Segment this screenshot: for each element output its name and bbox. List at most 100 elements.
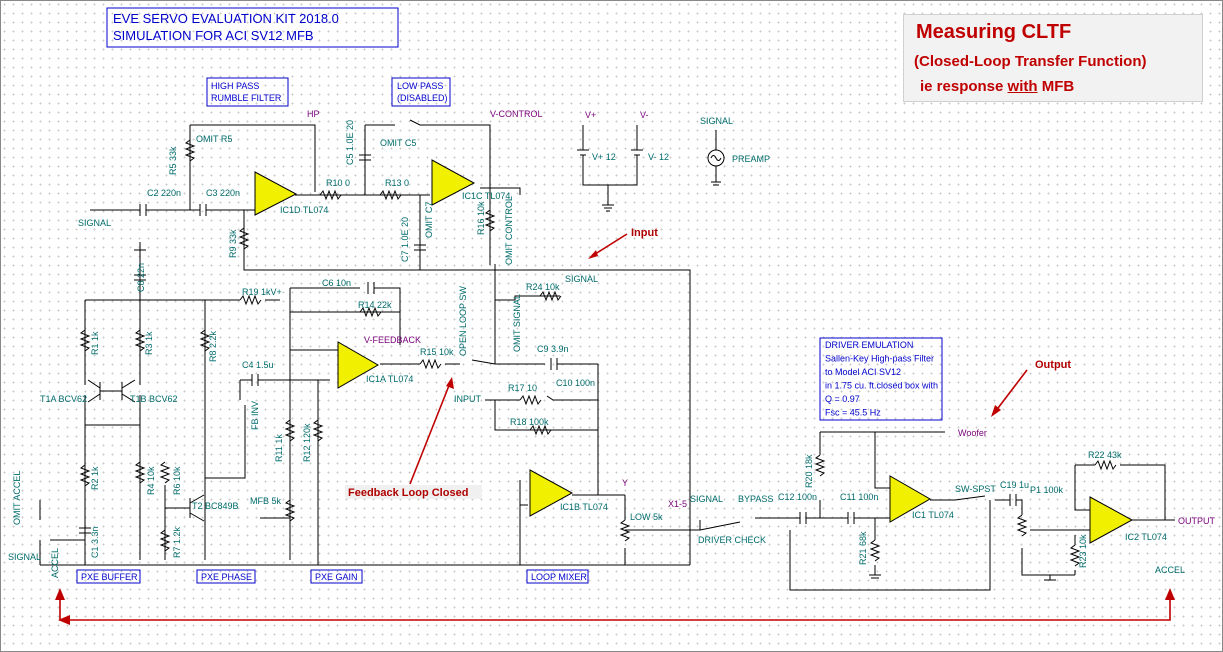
label-t2: T2 BC849B [192, 501, 239, 511]
signal-source [707, 130, 725, 186]
label-r12: R12 120k [302, 423, 312, 462]
label-r9: R9 33k [228, 229, 238, 258]
driver-emulation-line: Q = 0.97 [825, 394, 860, 404]
resistor-r24 [539, 290, 562, 302]
label-r23: R23 10k [1078, 534, 1088, 568]
resistor-r17 [519, 394, 542, 406]
resistor-r19 [239, 294, 262, 306]
label-r2: R2 1k [90, 466, 100, 490]
driver-emulation-line: to Model ACI SV12 [825, 367, 901, 377]
label-r20: R20 18k [804, 454, 814, 488]
label-hp: HP [307, 109, 320, 119]
label-vminus12: V- 12 [648, 152, 669, 162]
potentiometer-p1 [1016, 514, 1028, 537]
output-arrowhead [991, 405, 1001, 417]
cltf-subtitle: (Closed-Loop Transfer Function) [914, 53, 1147, 70]
label-r1: R1 1k [90, 331, 100, 355]
potentiometer-mfb [284, 499, 296, 522]
label-mfb: MFB 5k [250, 496, 282, 506]
resistor-r9 [238, 227, 250, 250]
label-c5: C5 1.0E 20 [345, 120, 355, 165]
driver-emulation-line: DRIVER EMULATION [825, 340, 913, 350]
feedback-arrowhead [446, 377, 454, 389]
pxe-phase-label: PXE PHASE [201, 572, 252, 582]
opamp-ic2 [1089, 496, 1134, 544]
annotation-feedback: Feedback Loop Closed [348, 487, 468, 499]
opamp-ic1c [431, 159, 476, 206]
lp-block-line2: (DISABLED) [397, 93, 448, 103]
label-low: LOW 5k [630, 512, 663, 522]
label-v-feedback: V-FEEDBACK [364, 335, 421, 345]
label-woofer: Woofer [958, 428, 987, 438]
feedback-label-bg [345, 485, 482, 499]
pxe-buffer-label: PXE BUFFER [81, 572, 138, 582]
capacitor-c1 [79, 527, 91, 534]
label-c11: C11 100n [840, 492, 878, 502]
label-omit-signal: OMIT SIGNAL [512, 294, 522, 352]
label-omit-accel: OMIT ACCEL [12, 471, 22, 525]
label-preamp: PREAMP [732, 154, 770, 164]
hp-block-line2: RUMBLE FILTER [211, 93, 282, 103]
label-c2: C2 220n [147, 188, 181, 198]
driver-emulation-line: in 1.75 cu. ft.closed box with [825, 381, 938, 391]
label-ic1a: IC1A TL074 [366, 374, 413, 384]
label-c6: C6 10n [322, 278, 351, 288]
header-line2: SIMULATION FOR ACI SV12 MFB [113, 28, 314, 43]
label-ic1c: IC1C TL074 [462, 191, 510, 201]
label-r10: R10 0 [326, 178, 350, 188]
resistor-r3 [134, 329, 146, 352]
cltf-ie-with: with [1007, 78, 1038, 95]
hp-block-line1: HIGH PASS [211, 81, 259, 91]
label-c3: C3 220n [206, 188, 240, 198]
label-r16: R16 10k [476, 201, 486, 235]
loop-arrowhead-bottom [58, 615, 70, 625]
transistor-t2 [189, 494, 205, 522]
driver-emulation-line: Sallen-Key High-pass Filter [825, 354, 934, 364]
cltf-title: Measuring CLTF [916, 21, 1072, 43]
resistor-r12 [312, 419, 324, 442]
label-vminus-supply: V- [640, 110, 649, 120]
label-r11: R11 1k [274, 434, 284, 462]
label-c7: C7 1.0E 20 [400, 217, 410, 262]
loop-arrowhead-right [1165, 588, 1175, 600]
resistor-r14 [359, 306, 382, 318]
cltf-ie-line: ie response with MFB [920, 78, 1074, 95]
feedback-wires [39, 242, 690, 566]
capacitor-c5 [359, 154, 371, 161]
header-line1: EVE SERVO EVALUATION KIT 2018.0 [113, 11, 339, 26]
feedback-arrow [409, 382, 451, 485]
label-c8: C8 22n [136, 263, 146, 292]
label-r5: R5 33k [168, 146, 178, 175]
cltf-ie-prefix: ie response [920, 78, 1008, 95]
lp-block-line1: LOW PASS [397, 81, 443, 91]
resistor-r8 [199, 329, 211, 352]
label-r18: R18 100k [510, 417, 549, 427]
power-supply [577, 125, 643, 212]
label-r13: R13 0 [385, 178, 409, 188]
label-p1: P1 100k [1030, 485, 1064, 495]
hp-block-box [206, 77, 289, 107]
label-c4: C4 1.5u [242, 360, 274, 370]
capacitor-c7 [414, 244, 426, 251]
resistor-r23 [1069, 544, 1081, 567]
pxe-buffer-box [76, 569, 141, 584]
label-t1a: T1A BCV62 [40, 394, 87, 404]
capacitor-c8 [134, 274, 146, 281]
label-fb-inv: FB INV [250, 401, 260, 430]
label-x1: X1-5 [668, 499, 687, 509]
label-r4: R4 10k [146, 466, 156, 495]
resistor-r11 [284, 419, 296, 442]
label-signal-1: SIGNAL [78, 218, 111, 228]
transistor-t1b [100, 379, 136, 403]
label-signal-2: SIGNAL [565, 274, 598, 284]
label-signal-4: SIGNAL [690, 494, 723, 504]
label-ic1: IC1 TL074 [912, 510, 954, 520]
driver-emulation-line: Fsc = 45.5 Hz [825, 408, 881, 418]
label-c1: C1 3.3n [90, 526, 100, 558]
output-arrow [994, 369, 1028, 413]
transistor-t1a [87, 379, 101, 403]
input-arrowhead [588, 250, 598, 259]
label-accel-2: ACCEL [1155, 565, 1185, 575]
label-r19: R19 1kV+ [242, 287, 282, 297]
